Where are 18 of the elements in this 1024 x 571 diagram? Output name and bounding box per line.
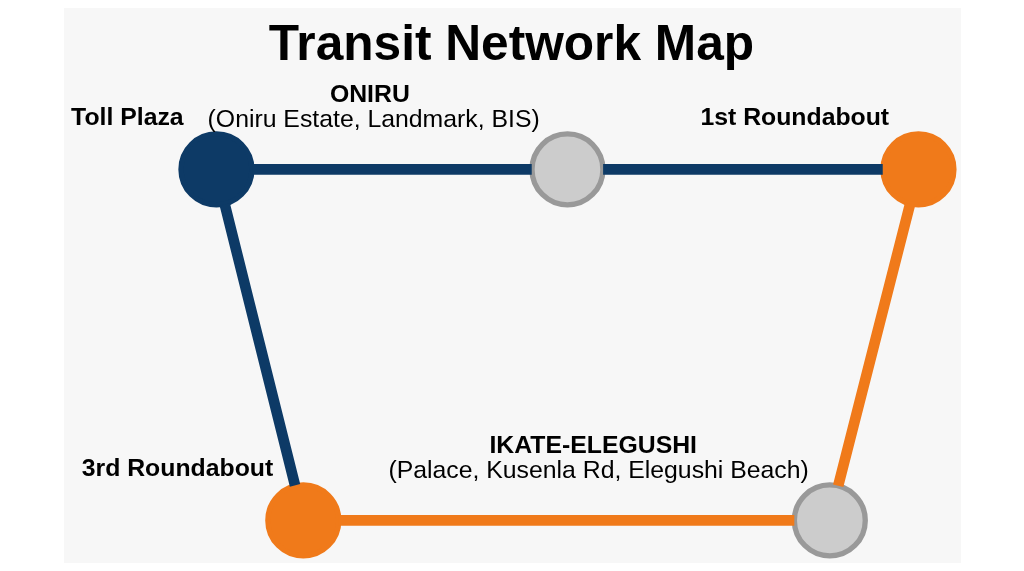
- node-label: (Oniru Estate, Landmark, BIS): [207, 105, 540, 133]
- node-label: 3rd Roundabout: [81, 454, 273, 482]
- node-label: Toll Plaza: [70, 103, 184, 131]
- node-circle: [879, 131, 957, 208]
- connector: [219, 203, 300, 487]
- connector: [251, 164, 532, 175]
- node-circle: [264, 482, 341, 559]
- node-label: ONIRU: [329, 80, 410, 108]
- node-circle: [791, 482, 868, 559]
- connector: [338, 515, 794, 526]
- diagram-title: Transit Network Map: [268, 15, 754, 72]
- node-circle: [528, 131, 606, 208]
- connector: [602, 164, 883, 175]
- node-label: IKATE-ELEGUSHI: [488, 431, 697, 459]
- connector: [832, 202, 915, 488]
- node-label: (Palace, Kusenla Rd, Elegushi Beach): [387, 456, 809, 484]
- node-label: 1st Roundabout: [699, 103, 889, 131]
- node-circle: [177, 131, 255, 208]
